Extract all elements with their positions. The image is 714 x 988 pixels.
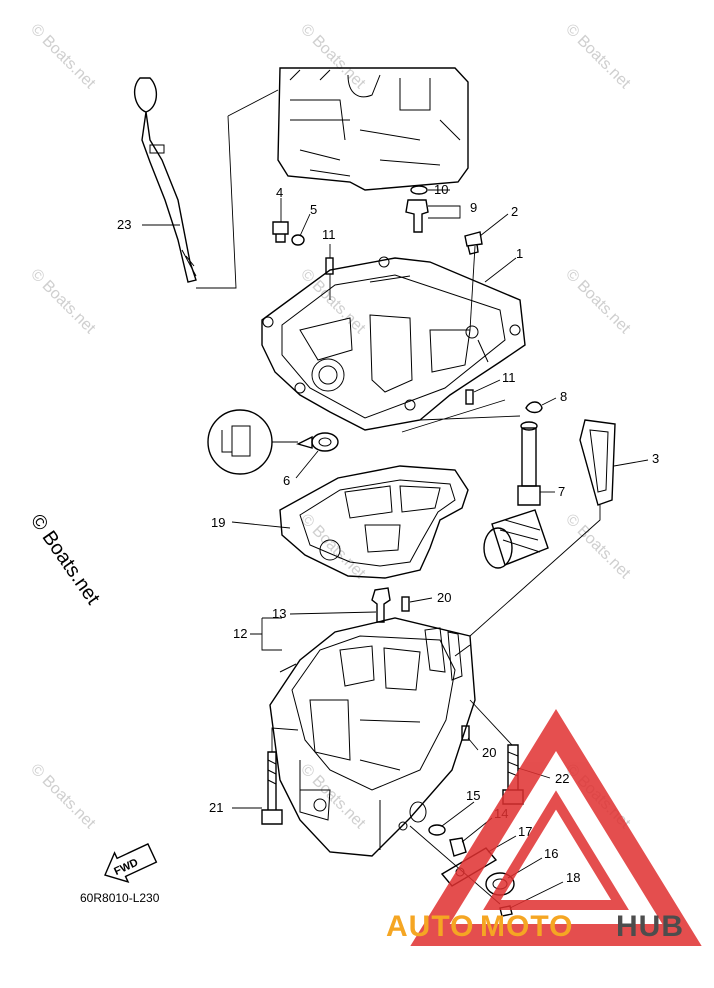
callout-5: 5 — [310, 202, 317, 217]
watermark-tiles: © Boats.net © Boats.net © Boats.net © Bo… — [27, 21, 634, 833]
oil-pan — [269, 617, 476, 857]
callout-16: 16 — [544, 846, 558, 861]
callout-11b: 11 — [502, 370, 516, 385]
callout-2: 2 — [511, 204, 518, 219]
watermark-tile: © Boats.net — [562, 266, 634, 338]
fwd-arrow-icon: FWD — [104, 843, 158, 884]
fwd-label: FWD — [112, 857, 140, 878]
callout-19: 19 — [211, 515, 225, 530]
watermark-tile: © Boats.net — [297, 21, 369, 93]
callout-12: 12 — [233, 626, 247, 641]
callout-8: 8 — [560, 389, 567, 404]
callout-6: 6 — [283, 473, 290, 488]
callout-22: 22 — [555, 771, 569, 786]
callout-10: 10 — [434, 182, 448, 197]
watermark-tile: © Boats.net — [297, 511, 369, 583]
callout-9: 9 — [470, 200, 477, 215]
callout-23: 23 — [117, 217, 131, 232]
dipstick — [133, 77, 197, 283]
callout-20a: 20 — [437, 590, 451, 605]
automotohub-logo: AUTO MOTO HUB — [386, 708, 702, 946]
diagram-code: 60R8010-L230 — [80, 891, 160, 905]
callout-11a: 11 — [322, 227, 336, 242]
watermark-tile: © Boats.net — [27, 266, 99, 338]
callout-4: 4 — [276, 185, 283, 200]
engine-block — [227, 67, 469, 191]
gasket — [279, 465, 469, 579]
callout-15: 15 — [466, 788, 480, 803]
callout-21: 21 — [209, 800, 223, 815]
side-watermark: © Boats.net — [26, 510, 104, 609]
watermark-tile: © Boats.net — [297, 266, 369, 338]
watermark-tile: © Boats.net — [27, 21, 99, 93]
oil-strainer — [483, 421, 549, 569]
cover-plate — [579, 419, 616, 506]
upper-small-parts — [207, 185, 543, 475]
triangle-logo-icon — [410, 708, 702, 946]
callout-7: 7 — [558, 484, 565, 499]
callout-13: 13 — [272, 606, 286, 621]
brand-hub: HUB — [616, 910, 684, 943]
callout-18: 18 — [566, 870, 580, 885]
exhaust-guide — [261, 256, 526, 431]
callout-3: 3 — [652, 451, 659, 466]
callout-1: 1 — [516, 246, 523, 261]
brand-auto: AUTO — [386, 910, 474, 943]
callout-20b: 20 — [482, 745, 496, 760]
brand-moto: MOTO — [480, 910, 573, 943]
callouts: 1 2 3 4 5 6 7 8 9 10 11 11 12 13 14 15 1… — [117, 182, 659, 885]
watermark-tile: © Boats.net — [27, 761, 99, 833]
watermark-tile: © Boats.net — [562, 21, 634, 93]
